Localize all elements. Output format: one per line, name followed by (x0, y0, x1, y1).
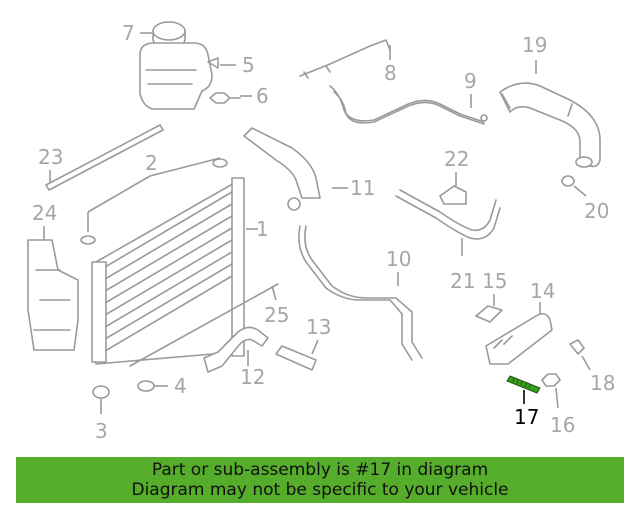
part-23-seal[interactable] (45, 124, 164, 191)
callout-17: 17 (514, 405, 539, 429)
callout-21: 21 (450, 269, 475, 293)
callout-22: 22 (444, 147, 469, 171)
part-15-gasket[interactable] (475, 294, 503, 323)
part-20-o-ring[interactable] (561, 175, 587, 197)
callout-4: 4 (174, 374, 187, 398)
callout-14: 14 (530, 279, 555, 303)
part-8-line[interactable] (299, 39, 391, 79)
part-18-sensor[interactable] (569, 339, 591, 371)
callout-7: 7 (122, 21, 135, 45)
parts-diagram: 7 5 6 8 9 19 20 (27, 21, 615, 443)
callout-5: 5 (242, 53, 255, 77)
callout-10: 10 (386, 247, 411, 271)
callout-12: 12 (240, 365, 265, 389)
part-9-hose[interactable] (329, 85, 488, 125)
callout-24: 24 (32, 201, 57, 225)
part-3-insulator[interactable] (92, 385, 110, 414)
part-16-bolt[interactable] (541, 373, 561, 409)
callout-15: 15 (482, 269, 507, 293)
callout-3: 3 (95, 419, 108, 443)
part-2-mount[interactable] (80, 157, 228, 245)
callout-11: 11 (350, 176, 375, 200)
part-10-hose[interactable] (298, 225, 423, 361)
callout-13: 13 (306, 315, 331, 339)
part-22-clip[interactable] (439, 172, 467, 205)
callout-9: 9 (464, 69, 477, 93)
part-24-shroud[interactable] (27, 226, 79, 351)
part-14-housing[interactable] (485, 302, 553, 365)
callout-8: 8 (384, 61, 397, 85)
part-1-radiator[interactable] (91, 177, 258, 365)
callout-2: 2 (145, 151, 158, 175)
callout-25: 25 (264, 303, 289, 327)
part-17-stud-highlighted[interactable] (506, 375, 541, 404)
part-5-expansion-tank[interactable] (139, 42, 236, 110)
callout-20: 20 (584, 199, 609, 223)
part-6-bolt[interactable] (209, 92, 252, 104)
callout-6: 6 (256, 84, 269, 108)
part-21-tube[interactable] (395, 189, 501, 256)
part-13-hose[interactable] (275, 339, 319, 371)
part-4-grommet[interactable] (137, 380, 168, 392)
callout-1: 1 (256, 217, 269, 241)
callout-16: 16 (550, 413, 575, 437)
part-7-reservoir-cap[interactable] (140, 21, 186, 49)
callout-18: 18 (590, 371, 615, 395)
part-12-hose[interactable] (203, 326, 269, 373)
banner-line-2: Diagram may not be specific to your vehi… (131, 480, 509, 500)
part-11-hose[interactable] (243, 127, 348, 211)
info-banner: Part or sub-assembly is #17 in diagram D… (16, 457, 624, 503)
callout-23: 23 (38, 145, 63, 169)
part-25-seal[interactable] (129, 283, 279, 367)
banner-line-1: Part or sub-assembly is #17 in diagram (151, 460, 489, 480)
callout-19: 19 (522, 33, 547, 57)
part-19-upper-hose[interactable] (499, 60, 601, 168)
